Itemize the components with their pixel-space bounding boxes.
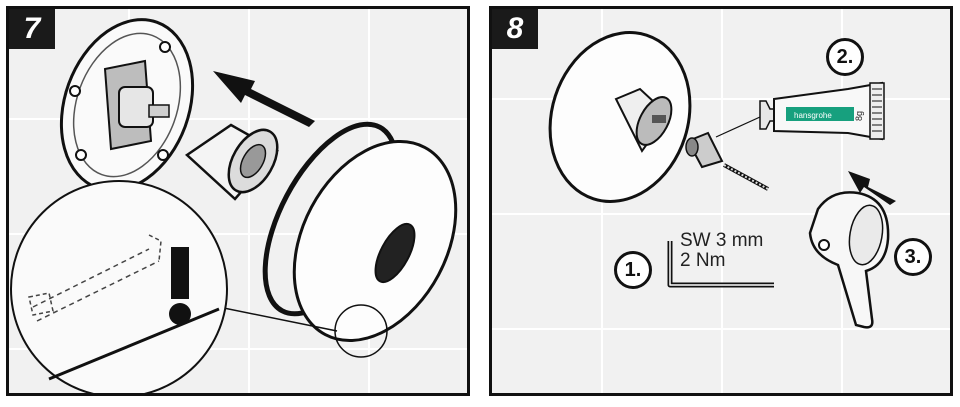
hex-key-icon (667, 241, 774, 288)
escutcheon-cover (292, 139, 458, 343)
step-8-panel: hansgrohe 8g 8 1. 2. 3. SW 3 mm 2 Nm (489, 6, 953, 396)
arrow-left-icon (213, 71, 315, 127)
sleeve-part (184, 123, 279, 201)
callout-3: 3. (894, 238, 932, 276)
callout-2: 2. (826, 38, 864, 76)
grease-leader-line (715, 116, 761, 138)
wrench-size-label: SW 3 mm (680, 230, 764, 251)
installed-escutcheon (548, 31, 692, 203)
step-number-badge: 8 (492, 9, 538, 49)
step-number-badge: 7 (9, 9, 55, 49)
callout-1: 1. (614, 251, 652, 289)
adapter-and-screw (685, 131, 769, 191)
lever-handle (808, 191, 890, 329)
detail-connector-line (208, 304, 338, 332)
step-7-panel: 7 (6, 6, 470, 396)
wall-tiles (492, 9, 950, 393)
detail-zoom-circle (10, 180, 228, 393)
arrow-left-icon (848, 171, 896, 205)
valve-mounting-plate (59, 18, 195, 192)
tube-weight-label: 8g (854, 111, 864, 121)
step-7-illustration (9, 9, 467, 393)
grease-tube: hansgrohe 8g (759, 81, 885, 141)
tube-brand-label: hansgrohe (794, 111, 832, 120)
detail-zoom-content (28, 234, 220, 381)
warning-exclamation-icon (169, 247, 191, 325)
torque-label: 2 Nm (680, 250, 726, 271)
step-8-illustration: hansgrohe 8g (492, 9, 950, 393)
